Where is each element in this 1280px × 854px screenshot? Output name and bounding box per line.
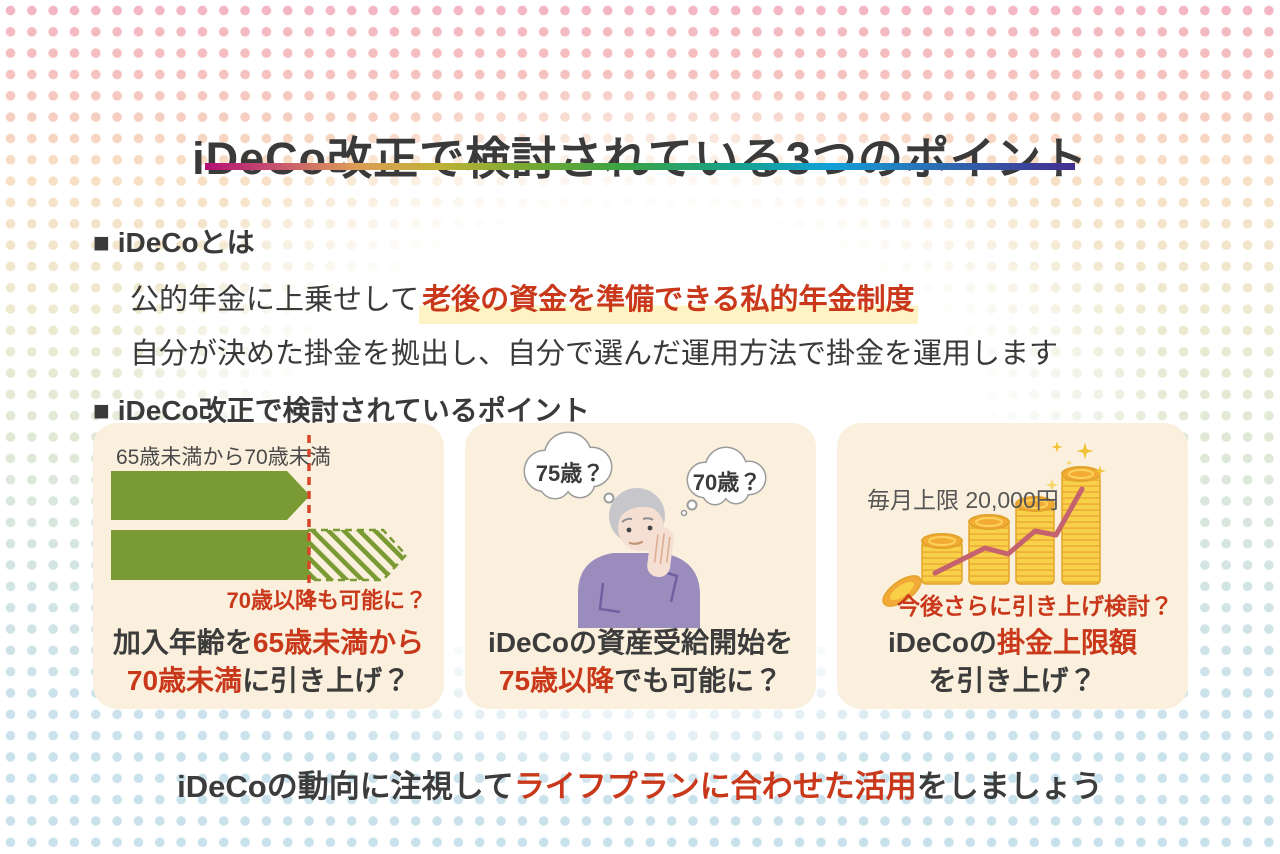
footer-text: をしましょう [916, 769, 1103, 804]
caption-emphasis: 70歳未満 [126, 664, 243, 696]
footer-text: iDeCoの動向に注視して [177, 769, 514, 804]
age-bar-chart-illustration [111, 435, 408, 605]
caption-emphasis: 掛金上限額 [996, 627, 1137, 658]
card2-caption: iDeCoの資産受給開始を 75歳以降でも可能に？ [465, 624, 816, 699]
about-line1-highlighted-text: 老後の資金を準備できる私的年金制度 [419, 284, 918, 324]
caption-text: iDeCoの [888, 627, 997, 658]
age-extension-note: 70歳以降も可能に？ [226, 588, 427, 613]
card1-caption: 加入年齢を65歳未満から 70歳未満に引き上げ？ [93, 624, 444, 699]
caption-emphasis: 75歳以降 [498, 664, 615, 696]
about-line1-plain-text: 公的年金に上乗せして [130, 284, 420, 316]
proposed-age-bar-solid [111, 530, 309, 580]
tilted-coin [882, 575, 922, 607]
card3-caption: iDeCoの掛金上限額を引き上げ？ [837, 624, 1188, 699]
caption-emphasis: 65歳未満から [252, 627, 425, 658]
caption-text: を引き上げ？ [928, 664, 1097, 696]
elderly-person [578, 488, 700, 628]
growth-line [932, 486, 1085, 576]
age-range-label: 65歳未満から70歳未満 [116, 446, 331, 469]
monthly-limit-label: 毎月上限 20,000円 [867, 487, 1059, 513]
points-heading: ■ iDeCo改正で検討されているポイント [93, 395, 590, 427]
footer-note: iDeCoの動向に注視してライフプランに合わせた活用をしましょう [0, 761, 1280, 806]
card-receiving-age: 75歳？ 70歳？ iDeCoの資産受給開始を 75歳以降でも可能に？ [465, 423, 816, 709]
about-heading: ■ iDeCoとは [93, 227, 255, 259]
about-line-2: 自分が決めた掛金を拠出し、自分で選んだ運用方法で掛金を運用します [130, 338, 1059, 370]
coin-stack-3 [1015, 496, 1055, 585]
bubble-text-70: 70歳？ [692, 470, 762, 495]
proposed-age-bar-hatched-extension [307, 528, 408, 582]
caption-text: でも可能に？ [614, 664, 783, 696]
page-title: iDeCo改正で検討されている3つのポイント [192, 133, 1088, 185]
about-line-1: 公的年金に上乗せして老後の資金を準備できる私的年金制度 [130, 276, 918, 324]
sparkle-icon [1045, 441, 1106, 492]
thinking-person-illustration [523, 431, 767, 628]
title-gradient-underline [205, 163, 1075, 170]
footer-emphasis: ライフプランに合わせた活用 [513, 769, 917, 804]
current-age-bar [111, 471, 310, 520]
caption-text: iDeCoの資産受給開始を [488, 627, 793, 658]
coin-stack-1 [921, 533, 963, 585]
coin-stack-2 [968, 514, 1010, 585]
limit-raise-note: 今後さらに引き上げ検討？ [897, 593, 1173, 619]
caption-text: 加入年齢を [112, 627, 253, 658]
caption-text: に引き上げ？ [242, 664, 411, 696]
bubble-text-75: 75歳？ [535, 461, 605, 486]
coin-stack-4 [1061, 466, 1101, 585]
coin-stack-illustration [882, 441, 1106, 607]
card-contribution-limit: 毎月上限 20,000円 今後さらに引き上げ検討？ iDeCoの掛金上限額を引き… [837, 423, 1188, 709]
